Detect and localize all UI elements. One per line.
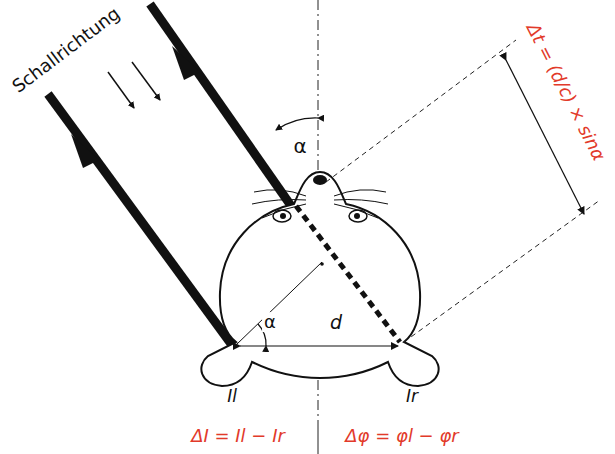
right-ear-intensity: Ir (404, 387, 420, 406)
ear-distance-label: d (328, 312, 344, 333)
angle-label: α (262, 312, 278, 332)
angle-label: α (291, 135, 308, 157)
intensity-difference-formula: ΔI = Il − Ir (189, 426, 287, 446)
left-ear-intensity: Il (225, 387, 239, 406)
phase-difference-formula: Δφ = φl − φr (343, 426, 460, 446)
sound-direction-label: Schallrichtung (7, 2, 125, 98)
time-difference-formula: Δt = (d/c) × sinα (522, 18, 610, 166)
